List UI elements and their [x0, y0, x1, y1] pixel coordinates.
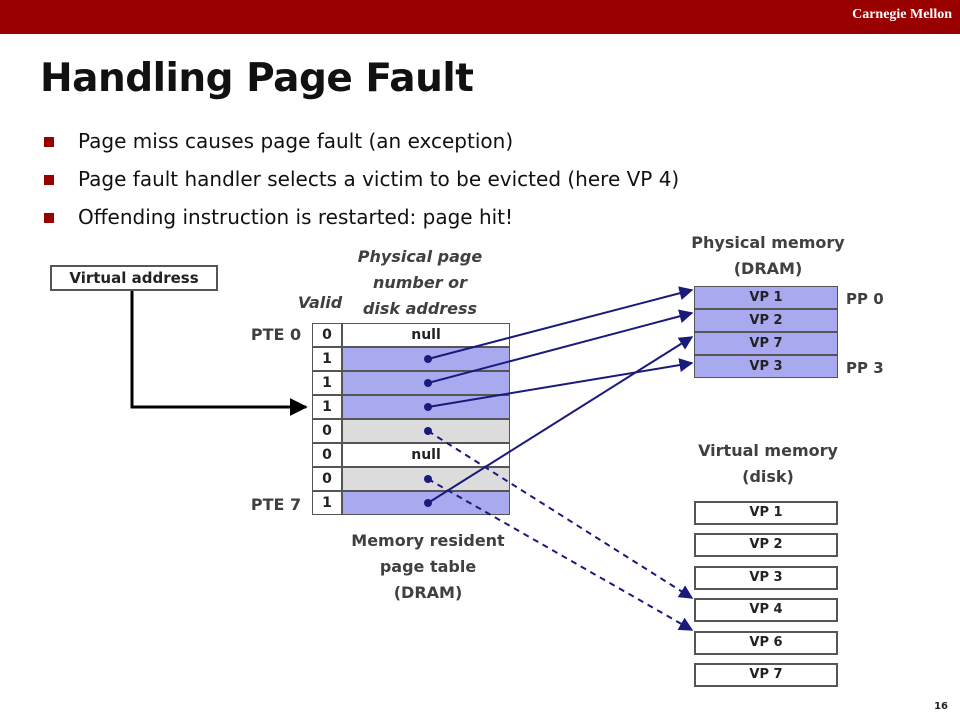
bullet-item: Page fault handler selects a victim to b…: [40, 164, 679, 202]
virtual-address-box: Virtual address: [50, 265, 218, 291]
pte6-to-disk-arrow: [427, 478, 694, 631]
bullet-text: Page fault handler selects a victim to b…: [78, 167, 680, 191]
pte3-to-vp3-arrow: [427, 358, 694, 408]
valid-label: Valid: [297, 293, 343, 312]
physical-page: VP 2: [694, 309, 838, 332]
pte7-to-vp7-arrow: [427, 336, 694, 504]
disk-page: VP 7: [694, 663, 838, 687]
title-line: (DRAM): [733, 259, 803, 278]
pointer-dot: [424, 379, 432, 387]
pointer-dot: [424, 355, 432, 363]
page-number: 16: [934, 701, 948, 712]
pte-valid-bit: 0: [312, 323, 342, 347]
physical-page: VP 1: [694, 286, 838, 309]
pte-valid-bit: 0: [312, 419, 342, 443]
disk-page: VP 4: [694, 598, 838, 622]
pte-address: null: [342, 323, 510, 347]
bullet-item: Page miss causes page fault (an exceptio…: [40, 126, 679, 164]
virtual-memory-title: Virtual memory (disk): [680, 438, 856, 490]
brand-label: Carnegie Mellon: [852, 7, 952, 22]
pointer-dot: [424, 403, 432, 411]
pte-address: null: [342, 443, 510, 467]
physical-page: VP 7: [694, 332, 838, 355]
title-line: (disk): [742, 467, 794, 486]
bullet-text: Offending instruction is restarted: page…: [78, 205, 514, 229]
pte-valid-bit: 1: [312, 395, 342, 419]
page-table-caption: Memory resident page table (DRAM): [330, 528, 526, 606]
title-line: Physical memory: [691, 233, 845, 252]
bullet-item: Offending instruction is restarted: page…: [40, 202, 679, 240]
pte-valid-bit: 1: [312, 491, 342, 515]
disk-page: VP 1: [694, 501, 838, 525]
caption-line: Memory resident: [351, 531, 505, 550]
disk-page: VP 3: [694, 566, 838, 590]
pte-valid-bit: 0: [312, 467, 342, 491]
physical-memory-title: Physical memory (DRAM): [680, 230, 856, 282]
pte-valid-bit: 1: [312, 347, 342, 371]
pte0-label: PTE 0: [250, 325, 302, 344]
pte2-to-vp2-arrow: [427, 309, 694, 384]
pte1-to-vp1-arrow: [427, 286, 694, 360]
pointer-dot: [424, 499, 432, 507]
bullet-text: Page miss causes page fault (an exceptio…: [78, 129, 514, 153]
disk-page: VP 6: [694, 631, 838, 655]
physical-page: VP 3: [694, 355, 838, 378]
disk-page: VP 2: [694, 533, 838, 557]
ppn-label-line: disk address: [362, 299, 478, 318]
caption-line: page table: [379, 557, 477, 576]
pte4-to-disk-arrow: [427, 430, 694, 599]
pte-valid-bit: 0: [312, 443, 342, 467]
bullet-square-icon: [44, 213, 54, 223]
pte7-label: PTE 7: [250, 495, 302, 514]
bullet-list: Page miss causes page fault (an exceptio…: [40, 126, 679, 240]
pointer-dot: [424, 427, 432, 435]
ppn-label-line: Physical page: [357, 247, 483, 266]
caption-line: (DRAM): [393, 583, 463, 602]
pp3-label: PP 3: [846, 359, 884, 377]
slide-title: Handling Page Fault: [40, 56, 474, 101]
pte-address: [342, 419, 510, 443]
ppn-label-line: number or: [372, 273, 468, 292]
pte-valid-bit: 1: [312, 371, 342, 395]
bullet-square-icon: [44, 175, 54, 185]
pp0-label: PP 0: [846, 290, 884, 308]
bullet-square-icon: [44, 137, 54, 147]
virtual-address-arrow: [130, 291, 308, 416]
pointer-dot: [424, 475, 432, 483]
title-line: Virtual memory: [698, 441, 838, 460]
ppn-label: Physical page number or disk address: [340, 244, 500, 322]
header-bar: Carnegie Mellon: [0, 0, 960, 34]
